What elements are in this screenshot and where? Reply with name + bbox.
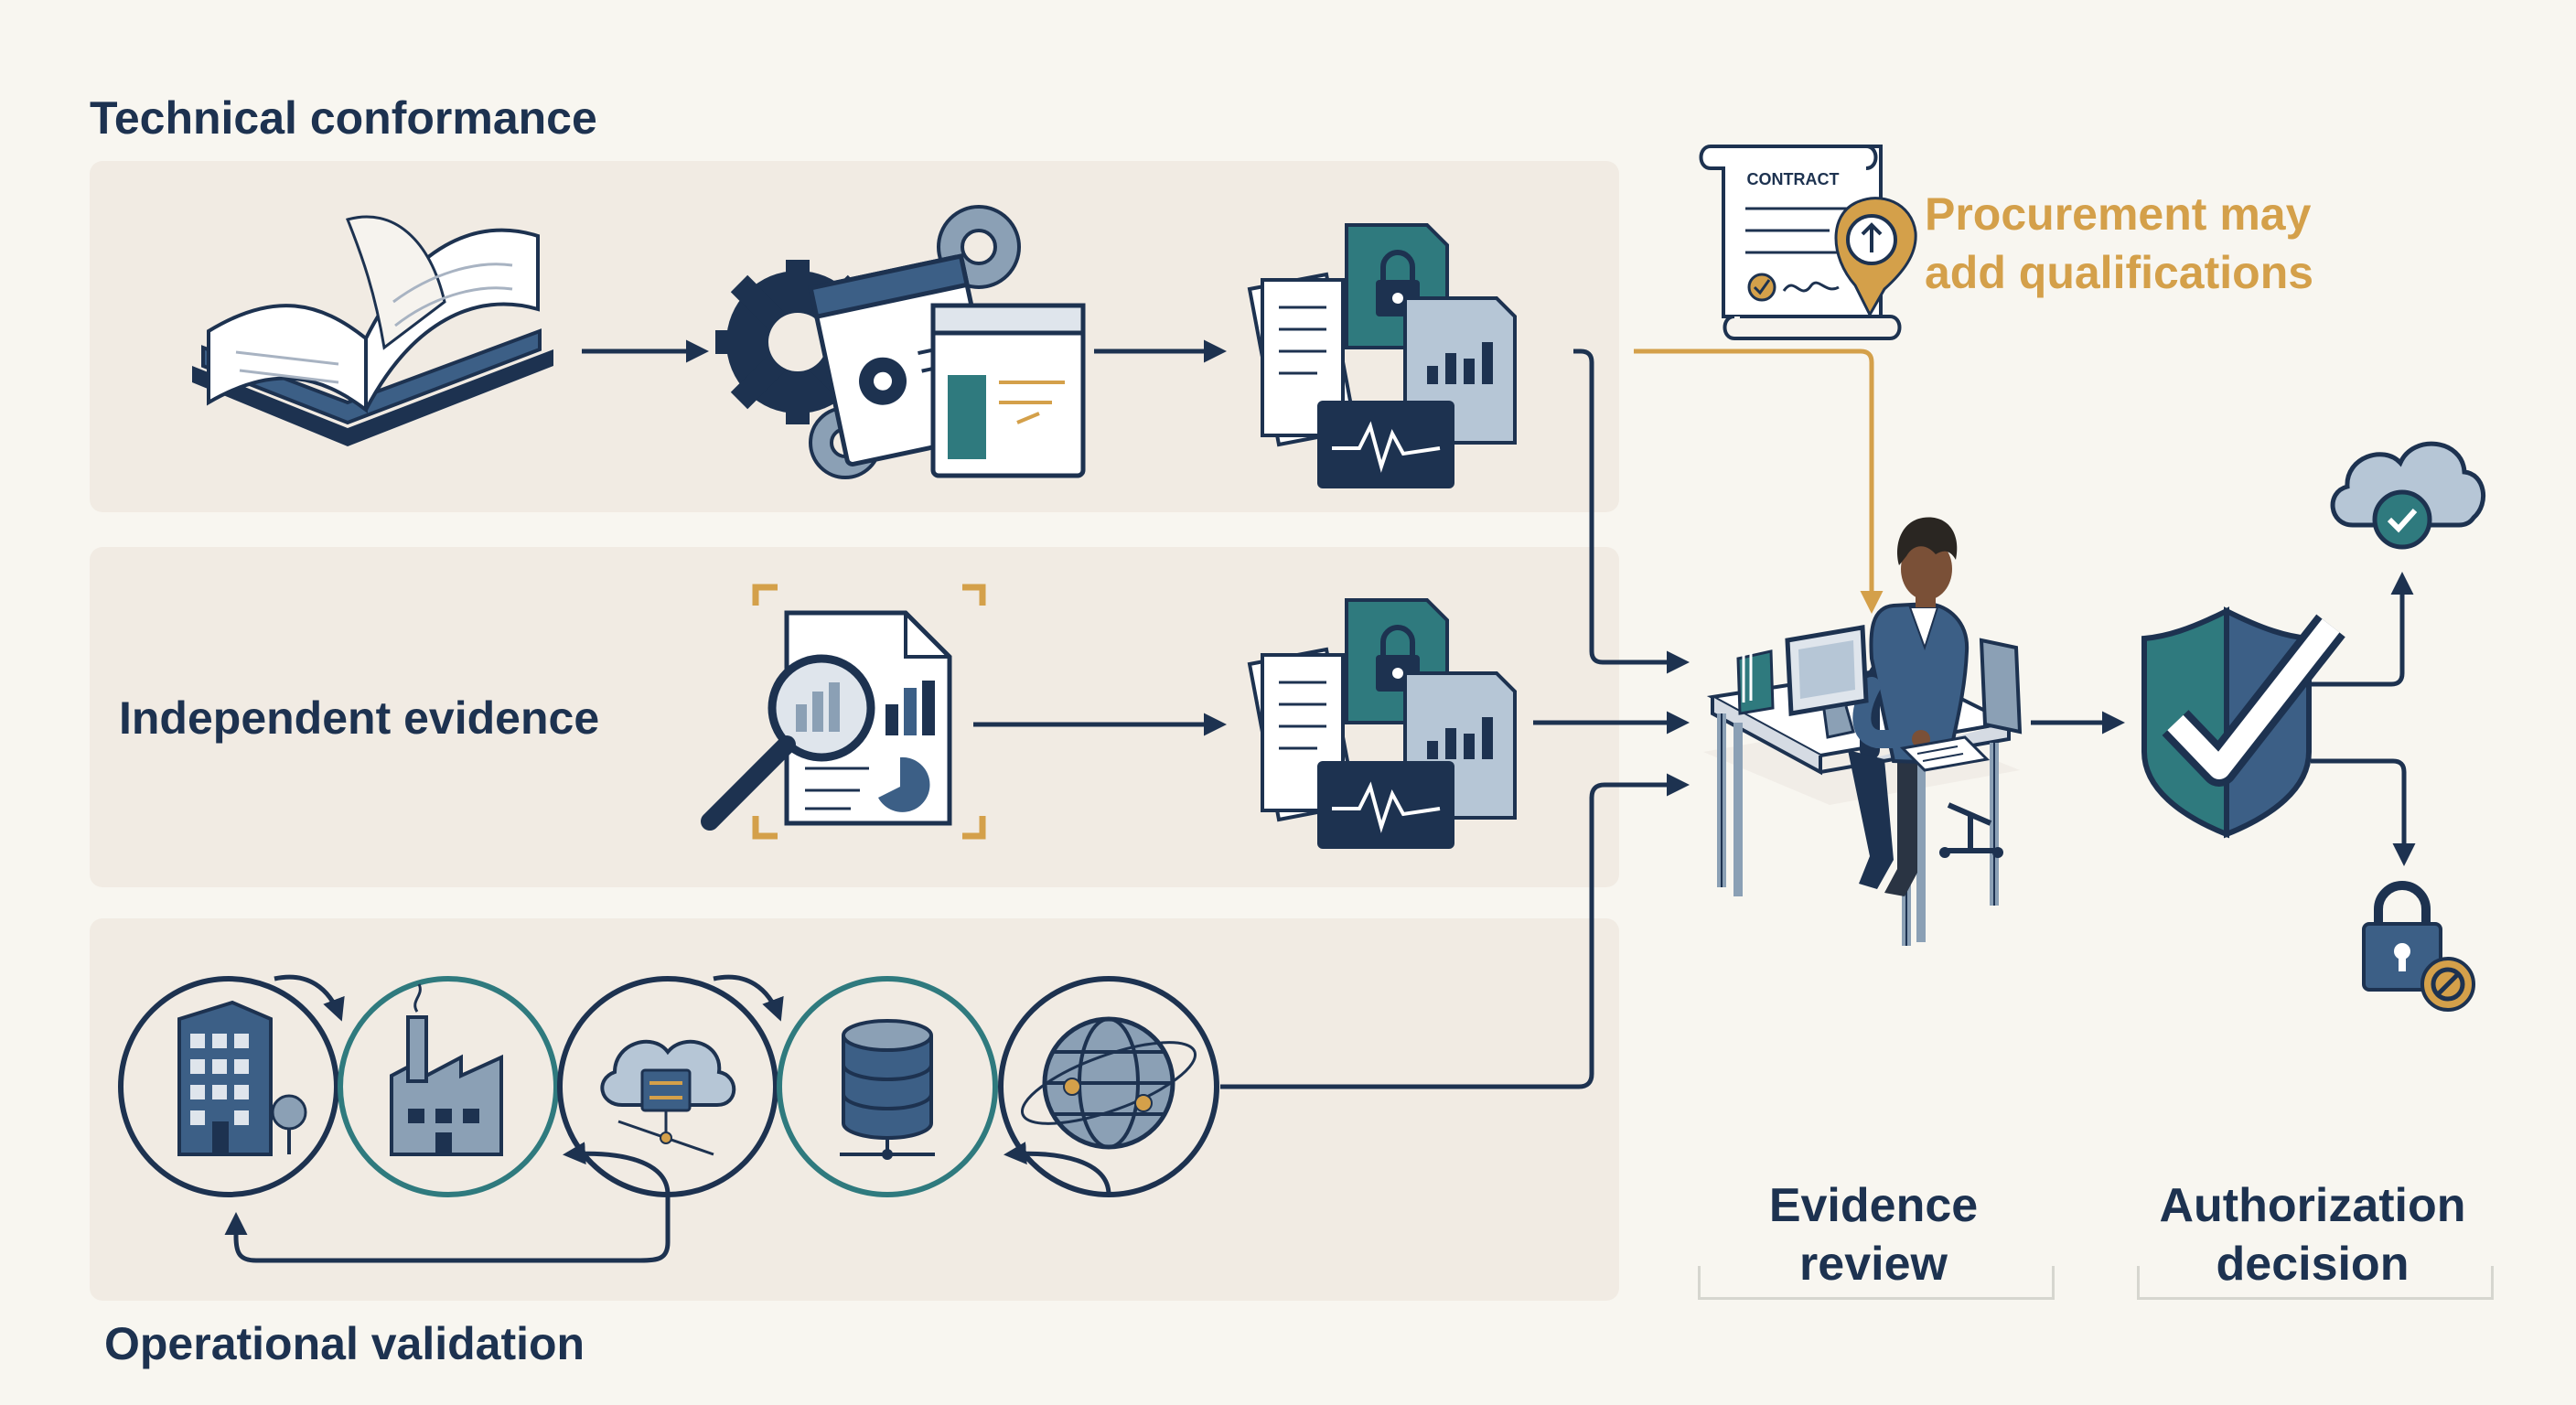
reviewer-at-desk-icon <box>1703 517 2023 946</box>
approved-cloud-icon <box>2330 441 2485 550</box>
authorization-decision-line-1: Authorization <box>2159 1179 2466 1232</box>
factory-icon <box>390 983 503 1156</box>
connector-decision-deny <box>2311 758 2416 866</box>
globe-network-icon <box>1020 1016 1197 1150</box>
office-building-icon <box>177 1000 307 1156</box>
procurement-note-line-1: Procurement may <box>1925 188 2312 240</box>
procurement-note: Procurement may add qualifications <box>1925 185 2313 302</box>
evidence-artifacts-icon <box>1247 223 1517 488</box>
evidence-artifacts-icon <box>1247 598 1517 849</box>
operational-validation-label: Operational validation <box>104 1318 585 1369</box>
evidence-review-bracket <box>1698 1266 2055 1300</box>
open-book-icon <box>192 215 553 446</box>
authorization-shield-icon <box>2141 606 2345 839</box>
database-icon <box>840 1019 935 1160</box>
connector-decision-approve <box>2311 572 2414 687</box>
connector-operational-to-review <box>1220 773 1690 1089</box>
evidence-review-caption: Evidence review <box>1681 1176 2066 1293</box>
evidence-review-line-2: review <box>1799 1238 1948 1291</box>
configuration-gears-icon <box>715 205 1086 479</box>
technical-conformance-label: Technical conformance <box>90 92 597 144</box>
denied-lock-icon <box>2362 881 2475 1012</box>
connector-procurement-to-review <box>1634 349 1884 614</box>
operational-cycle <box>118 974 1219 1263</box>
connector-technical-to-review <box>1573 349 1690 674</box>
authorization-decision-caption: Authorization decision <box>2120 1176 2505 1293</box>
cloud-server-icon <box>600 1039 736 1156</box>
procurement-note-line-2: add qualifications <box>1925 247 2314 298</box>
authorization-decision-line-2: decision <box>2216 1238 2410 1291</box>
authorization-decision-bracket <box>2137 1266 2494 1300</box>
document-analysis-icon <box>701 584 986 840</box>
independent-evidence-label: Independent evidence <box>119 692 600 744</box>
evidence-review-line-1: Evidence <box>1768 1179 1979 1232</box>
contract-doc-label: CONTRACT <box>1747 170 1840 188</box>
contract-document-icon: CONTRACT <box>1699 145 1917 340</box>
